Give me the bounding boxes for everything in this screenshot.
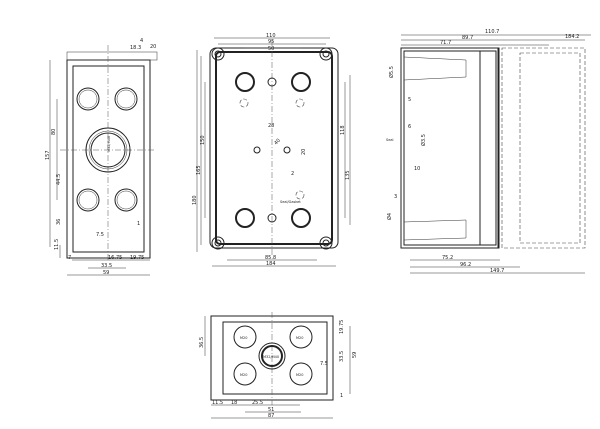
dim: 7.5 — [320, 361, 328, 367]
corner-screw — [319, 236, 333, 250]
hole-label: M20 — [296, 336, 303, 340]
dim: 18 — [231, 400, 237, 406]
dim: 51 — [268, 407, 274, 413]
dim: 75.2 — [442, 255, 453, 261]
corner-screw — [211, 47, 225, 61]
dim: 50 — [268, 46, 274, 52]
dim: 165 — [196, 165, 202, 175]
dim: 20 — [150, 44, 156, 50]
dim: 6 — [408, 124, 411, 130]
dim: 19.75 — [130, 255, 144, 261]
corner-screw — [319, 47, 333, 61]
hole-label: M20 — [240, 373, 247, 377]
dim: 18.3 — [130, 45, 141, 51]
callout: Seal/Gasket — [280, 200, 301, 204]
dim: 95 — [268, 39, 274, 45]
dim: 1 — [340, 393, 343, 399]
dim: 89.7 — [462, 35, 473, 41]
dim: 184.2 — [565, 34, 579, 40]
callout: Seal — [386, 138, 394, 142]
gland-label: M32/M40 — [107, 136, 111, 152]
dim: 7.5 — [96, 232, 104, 238]
dim: 87 — [268, 413, 274, 419]
dim: 10 — [414, 166, 420, 172]
dim: 44.5 — [56, 174, 62, 185]
dim: 80 — [51, 129, 57, 135]
dim: 3 — [394, 194, 397, 200]
gland-label: M32/M40 — [263, 355, 279, 359]
dim: 150 — [200, 135, 206, 145]
dim: 36.5 — [199, 337, 205, 348]
dim: Ø5.5 — [388, 66, 395, 78]
dim: 11.5 — [54, 239, 60, 250]
dim: 7 — [68, 255, 71, 261]
dim: 71.7 — [440, 40, 451, 46]
dim: 149.7 — [490, 268, 504, 274]
dim: 25.5 — [252, 400, 263, 406]
dim: Ø4 — [386, 213, 393, 220]
dim: 28 — [268, 123, 274, 129]
dim: 11.5 — [212, 400, 223, 406]
cable-gland-hole — [76, 188, 100, 212]
dim: 5 — [408, 97, 411, 103]
cable-gland-hole-large — [85, 127, 131, 173]
corner-screw — [211, 236, 225, 250]
dim: 2 — [291, 171, 294, 177]
dim: 118 — [340, 125, 346, 135]
dim: 20 — [301, 149, 307, 155]
dim: 135 — [345, 170, 351, 180]
dim: 85.8 — [265, 255, 276, 261]
hole-label: M20 — [296, 373, 303, 377]
dim: 59 — [352, 352, 358, 358]
dim: 110.7 — [485, 29, 499, 35]
dim: 59 — [103, 270, 109, 276]
cable-gland-hole — [76, 87, 100, 111]
dim: 19.75 — [339, 320, 345, 334]
cable-gland-hole — [114, 188, 138, 212]
cable-gland-hole — [114, 87, 138, 111]
bottom-view: M20 M20 M20 M20 M32/M40 36.5 19.75 33.5 … — [199, 312, 358, 419]
dim: 33.5 — [101, 263, 112, 269]
dim: 157 — [45, 150, 51, 160]
dim: Ø3.5 — [420, 134, 427, 146]
dim: 36 — [56, 219, 62, 225]
dim: 110 — [266, 33, 276, 39]
dim: 1 — [137, 221, 140, 227]
side-section-view: 184.2 110.7 89.7 71.7 Ø5.5 5 6 Ø3.5 10 3… — [386, 29, 591, 274]
dim: 180 — [192, 195, 198, 205]
front-view: 110 95 50 180 165 150 118 135 28 20 40 2… — [192, 33, 351, 267]
dim: 4 — [140, 38, 143, 44]
dim: 16.75 — [108, 255, 122, 261]
dim: 40 — [273, 138, 282, 147]
left-side-view: M32/M40 18.3 4 20 157 80 44.5 36 11.5 7 … — [45, 38, 158, 276]
dim: 184 — [266, 261, 276, 267]
hole-label: M20 — [240, 336, 247, 340]
dim: 96.2 — [460, 262, 471, 268]
dim: 33.5 — [339, 351, 345, 362]
